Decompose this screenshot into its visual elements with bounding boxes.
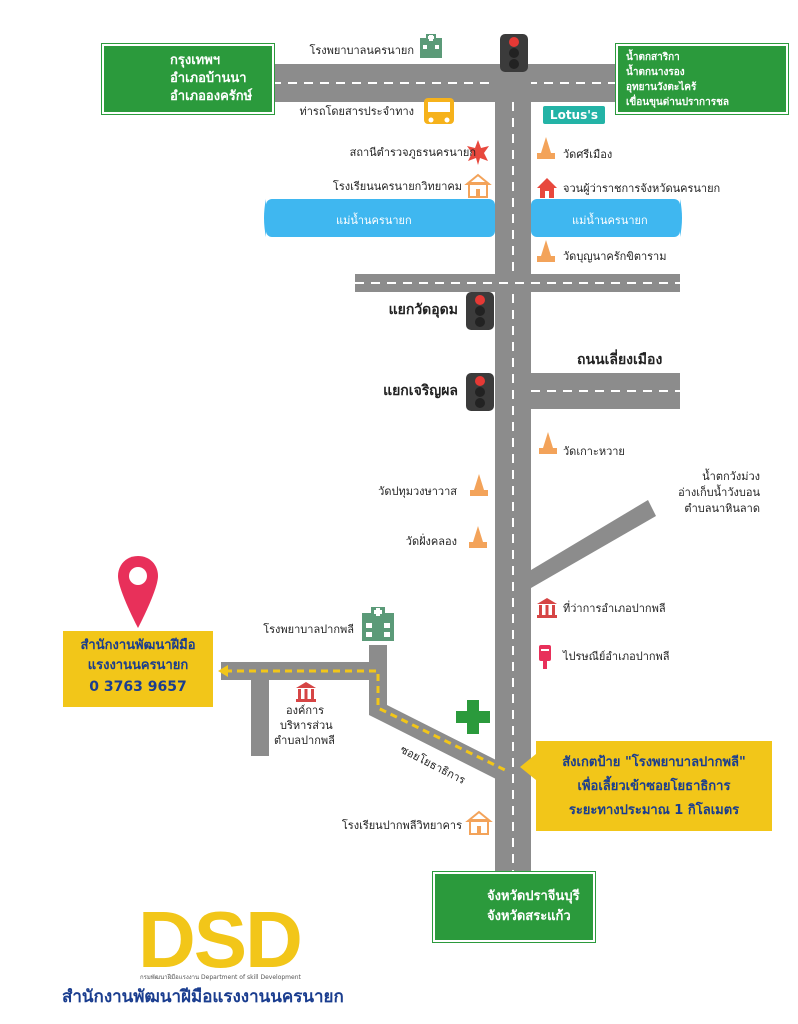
traffic-light-charoen-phon-icon [466,373,494,411]
label-wat-pathum: วัดปทุมวงษาวาส [378,485,457,498]
label-wat-ko-wai: วัดเกาะหวาย [563,445,625,458]
district-office-icon [537,598,557,618]
pak-phli-hospital-icon [362,607,394,641]
location-pin-icon [118,556,158,628]
label-pak-phli-school: โรงเรียนปากพลีวิทยาคาร [341,819,462,832]
label-falls-line-1: น้ำตกวังม่วง [702,470,760,483]
label-falls-line-2: อ่างเก็บน้ำวังบอน [678,486,760,499]
sign-top-left-line-2: อำเภอบ้านนา [170,71,247,86]
sign-top-right-line-2: น้ำตกนางรอง [626,67,685,78]
sign-bottom: จังหวัดปราจีนบุรี จังหวัดสระแก้ว [432,871,596,943]
destination-line-2: แรงงานนครนายก [87,658,189,673]
sign-top-left-line-3: อำเภอองครักษ์ [170,89,253,104]
destination-box: สำนักงานพัฒนาฝีมือ แรงงานนครนายก 0 3763 … [63,631,213,707]
pak-phli-school-icon [465,810,493,835]
sign-top-left-line-1: กรุงเทพฯ [170,53,221,68]
main-road [495,64,531,872]
sign-top-right: น้ำตกสาริกา น้ำตกนางรอง อุทยานวังตะไคร้ … [615,43,789,115]
label-hospital-nakhon-nayok: โรงพยาบาลนครนายก [309,44,414,57]
label-pak-phli-hospital: โรงพยาบาลปากพลี [263,623,354,636]
lotus-logo: Lotus's [543,106,605,124]
diagonal-road-falls [531,500,656,588]
label-charoen-phon-junction: แยกเจริญผล [383,383,458,399]
school-icon [464,173,492,198]
label-wat-fang-khlong: วัดฝั่งคลอง [405,535,457,548]
temple-icon-wat-pathum [470,474,488,496]
traffic-light-top-icon [500,34,528,72]
hospital-icon [420,34,442,58]
destination-line-1: สำนักงานพัฒนาฝีมือ [80,638,196,653]
label-post-office: ไปรษณีย์อำเภอปากพลี [563,650,670,663]
label-wat-si-mueang: วัดศรีเมือง [563,148,613,161]
label-wat-udom-junction: แยกวัดอุดม [388,302,458,318]
label-governor-residence: จวนผู้ว่าราชการจังหวัดนครนายก [563,182,721,195]
sign-bottom-line-2: จังหวัดสระแก้ว [487,909,571,924]
notice-line-3: ระยะทางประมาณ 1 กิโลเมตร [568,803,740,818]
label-sao-line-3: ตำบลปากพลี [274,734,335,747]
house-icon [537,178,557,198]
sao-building-icon [296,682,316,702]
notice-line-2: เพื่อเลี้ยวเข้าซอยโยธาธิการ [577,779,731,794]
label-falls-line-3: ตำบลนาหินลาด [684,502,760,515]
bus-icon [424,98,454,124]
green-cross-icon [456,700,490,734]
destination-phone: 0 3763 9657 [89,679,187,695]
label-sao-line-1: องค์การ [286,704,325,717]
temple-icon-wat-bunya [537,240,555,262]
sign-top-right-line-4: เขื่อนขุนด่านปราการชล [626,97,730,108]
postbox-icon [539,645,551,669]
traffic-light-wat-udom-icon [466,292,494,330]
top-road [272,64,617,102]
temple-icon-wat-ko-wai [539,432,557,454]
org-name: สำนักงานพัฒนาฝีมือแรงงานนครนายก [62,987,344,1007]
river-label-right: แม่น้ำนครนายก [572,214,648,227]
notice-line-1: สังเกตป้าย "โรงพยาบาลปากพลี" [562,755,746,770]
dsd-logo-subtitle: กรมพัฒนาฝีมือแรงงาน Department of skill … [140,974,301,981]
bypass-road [531,373,680,409]
temple-icon-wat-si-mueang [537,137,555,159]
label-bus-station: ท่ารถโดยสารประจำทาง [299,105,414,118]
river-label-left: แม่น้ำนครนายก [336,214,412,227]
notice-pointer [520,754,536,780]
label-police-station: สถานีตำรวจภูธรนครนายก [349,146,476,159]
temple-icon-wat-fang-khlong [469,526,487,548]
cross-road [355,274,680,292]
police-star-icon [467,140,489,165]
sign-top-left: กรุงเทพฯ อำเภอบ้านนา อำเภอองครักษ์ [101,43,275,115]
soi-road [218,645,506,780]
sign-top-right-line-3: อุทยานวังตะไคร้ [626,82,697,93]
sign-bottom-line-1: จังหวัดปราจีนบุรี [487,889,580,904]
label-wat-bunya: วัดบุญนาครักขิตาราม [563,250,667,263]
notice-box: สังเกตป้าย "โรงพยาบาลปากพลี" เพื่อเลี้ยว… [536,741,772,831]
sign-top-right-line-1: น้ำตกสาริกา [626,52,680,63]
river [264,199,682,237]
label-sao-line-2: บริหารส่วน [280,719,333,732]
dsd-logo: DSD [138,895,303,984]
label-bypass-road: ถนนเลี่ยงเมือง [577,352,663,368]
label-district-office: ที่ว่าการอำเภอปากพลี [563,602,666,615]
label-nakhon-nayok-school: โรงเรียนนครนายกวิทยาคม [332,180,462,193]
